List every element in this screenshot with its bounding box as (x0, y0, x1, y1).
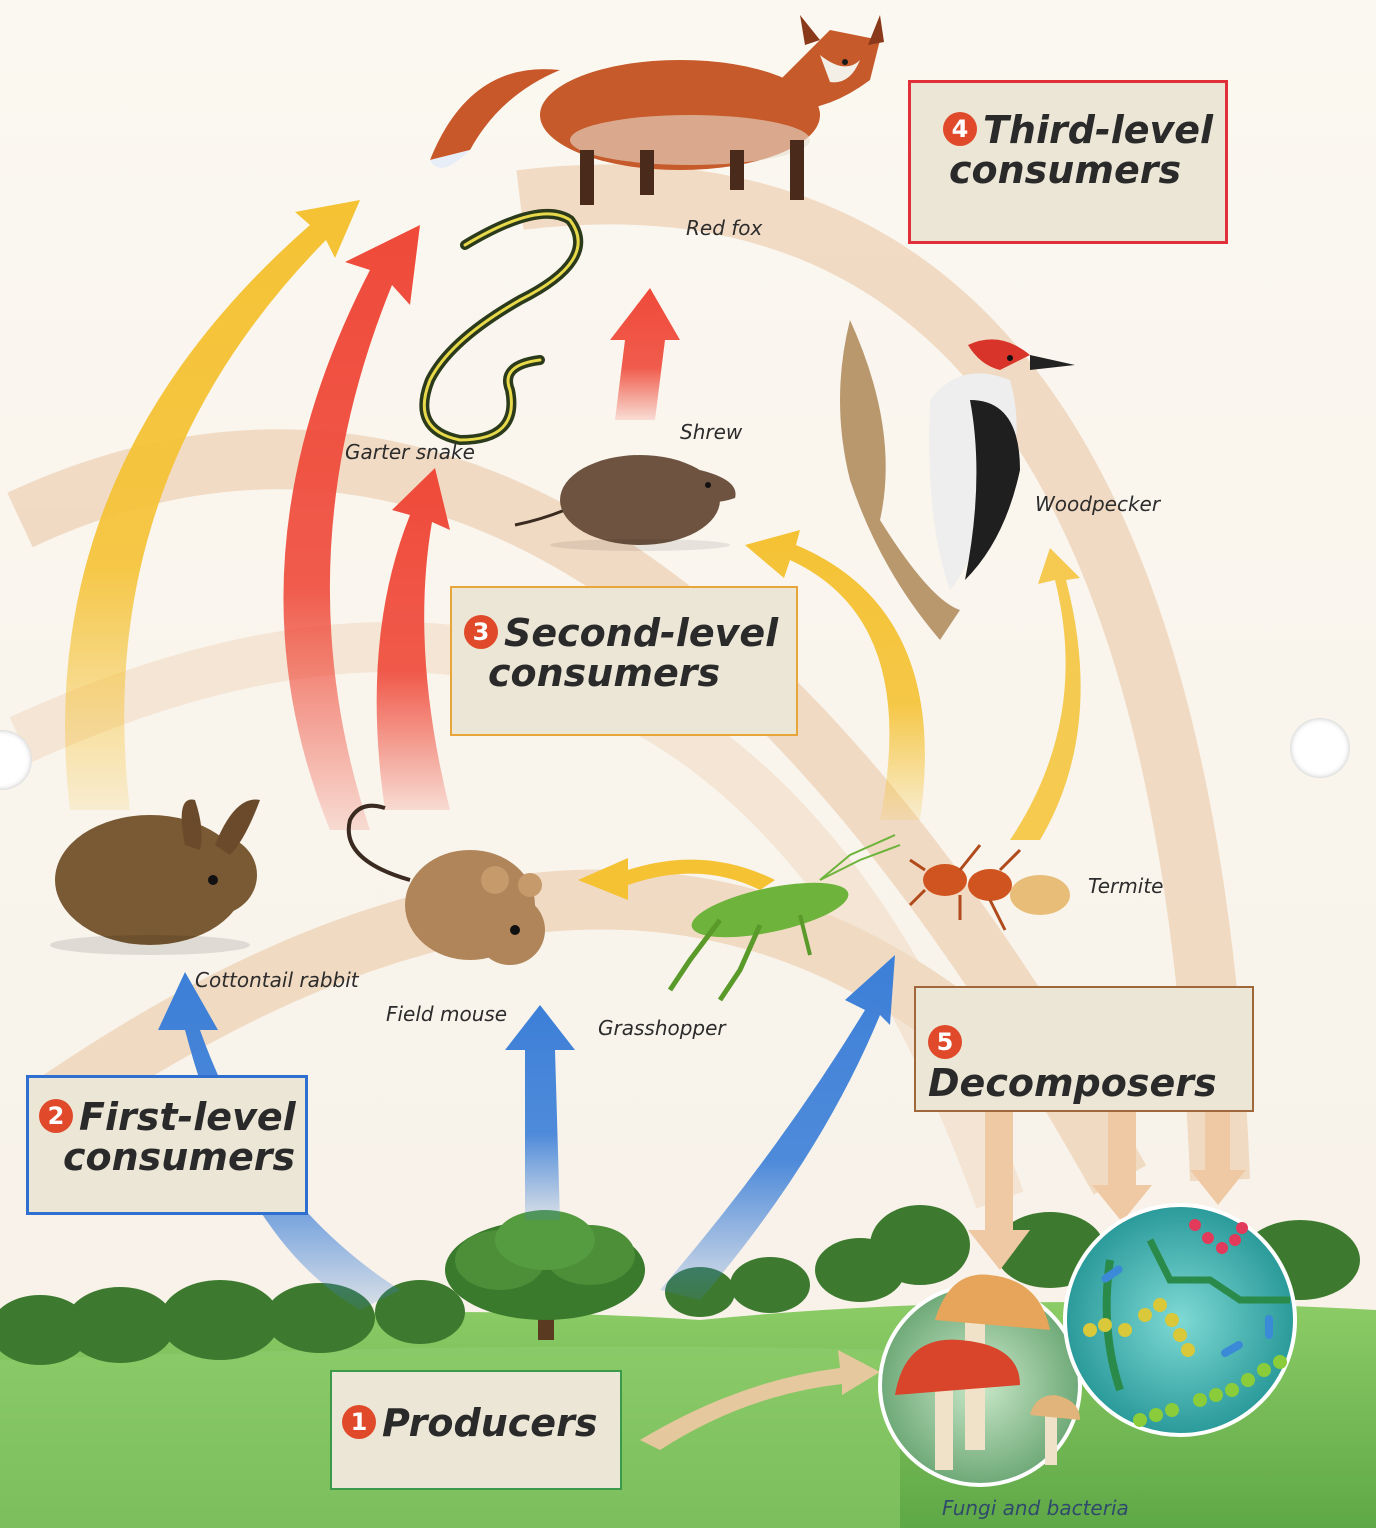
label-garter-snake: Garter snake (345, 440, 475, 464)
third-level-title: Third-level (983, 108, 1213, 152)
second-level-consumers-box: 3Second-level consumers (450, 586, 798, 736)
level-number-badge: 3 (464, 615, 498, 649)
second-level-title: Second-level (504, 611, 778, 655)
level-number-badge: 2 (39, 1099, 73, 1133)
first-level-consumers-box: 2First-level consumers (26, 1075, 308, 1215)
label-termite: Termite (1088, 874, 1163, 898)
label-field-mouse: Field mouse (386, 1002, 507, 1026)
first-level-subtitle: consumers (39, 1138, 305, 1178)
producers-title: Producers (382, 1401, 597, 1445)
producers-box: 1Producers (330, 1370, 622, 1490)
label-fungi-and-bacteria: Fungi and bacteria (942, 1496, 1129, 1520)
decomposers-title: Decomposers (928, 1061, 1217, 1105)
second-level-subtitle: consumers (464, 654, 796, 694)
label-cottontail-rabbit: Cottontail rabbit (195, 968, 359, 992)
level-number-badge: 5 (928, 1025, 962, 1059)
first-level-title: First-level (79, 1095, 296, 1139)
label-grasshopper: Grasshopper (598, 1016, 726, 1040)
level-number-badge: 1 (342, 1405, 376, 1439)
third-level-consumers-box: 4Third-level consumers (908, 80, 1228, 244)
bacteria-circle (1065, 1205, 1295, 1435)
decomposers-box: 5Decomposers (914, 986, 1254, 1112)
label-shrew: Shrew (680, 420, 742, 444)
binder-hole-right (1290, 718, 1350, 778)
third-level-subtitle: consumers (943, 151, 1225, 191)
label-red-fox: Red fox (686, 216, 762, 240)
label-woodpecker: Woodpecker (1035, 492, 1160, 516)
level-number-badge: 4 (943, 112, 977, 146)
